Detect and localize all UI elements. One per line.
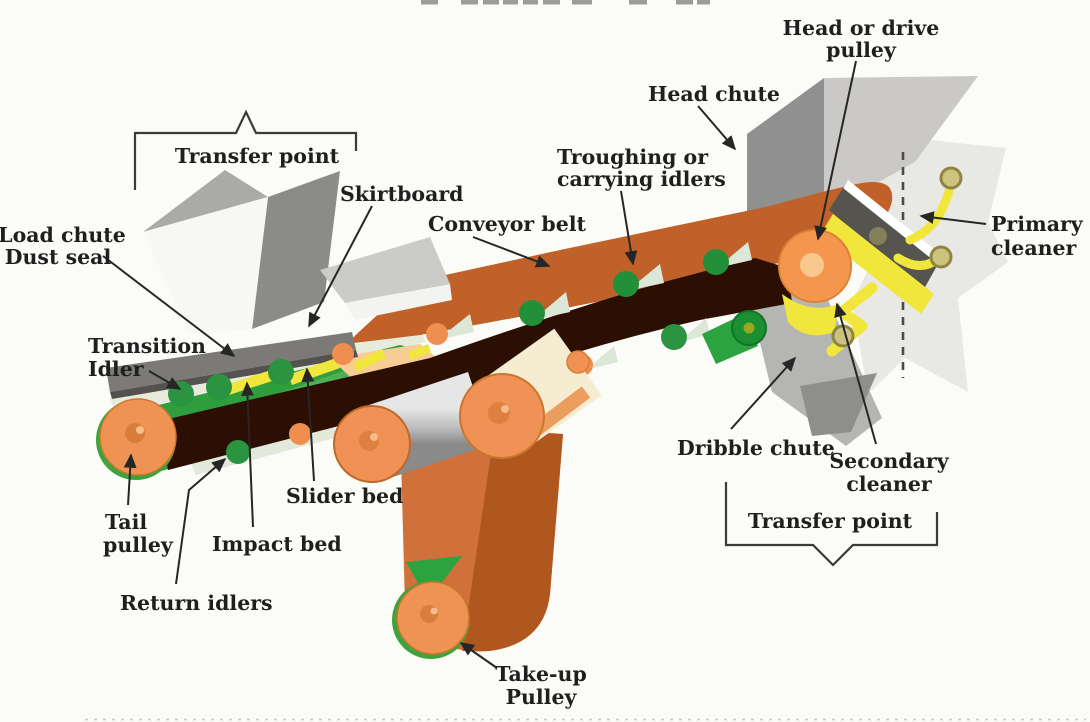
leader-head-chute <box>697 105 737 151</box>
label-load-chute-line2: Dust seal <box>5 245 112 269</box>
leader-take-up-pulley <box>459 642 498 669</box>
label-head-pulley-line2: pulley <box>826 38 897 62</box>
label-primary-cleaner-line2: cleaner <box>991 236 1078 260</box>
label-transfer-point-bottom: Transfer point <box>748 509 913 533</box>
label-transition-idler-line2: Idler <box>88 357 145 381</box>
labels: Transfer point Load chute Dust seal Tran… <box>0 16 1084 709</box>
label-slider-bed: Slider bed <box>286 484 403 508</box>
leader-conveyor-belt <box>472 236 551 268</box>
label-take-up-pulley-line2: Pulley <box>506 685 578 709</box>
bend-roller <box>459 328 602 459</box>
label-return-idlers: Return idlers <box>120 591 273 615</box>
load-chute-hopper <box>143 170 340 334</box>
return-belt <box>160 258 792 470</box>
head-pulley-shape <box>778 229 852 303</box>
label-load-chute-line1: Load chute <box>0 223 126 247</box>
transfer-point-bottom-bracket <box>724 482 939 567</box>
label-transition-idler-line1: Transition <box>88 334 206 358</box>
cropped-text-remnant <box>421 0 710 5</box>
belt-edge-stripe <box>842 180 945 269</box>
label-secondary-cleaner-line2: cleaner <box>846 472 933 496</box>
leader-load-chute <box>102 255 236 357</box>
label-head-pulley-line1: Head or drive <box>783 16 940 40</box>
leader-impact-bed <box>241 381 254 528</box>
take-up-loop <box>392 420 563 659</box>
label-transfer-point-top: Transfer point <box>175 144 340 168</box>
label-conveyor-belt: Conveyor belt <box>428 212 587 236</box>
label-take-up-pulley-line1: Take-up <box>495 662 587 686</box>
label-secondary-cleaner-line1: Secondary <box>829 449 949 473</box>
head-return-roller <box>702 310 767 364</box>
troughing-carrying-idlers <box>426 242 752 345</box>
label-tail-pulley-line2: pulley <box>103 533 174 557</box>
leader-skirtboard <box>308 205 373 328</box>
transition-idlers <box>168 343 354 407</box>
skirtboard-shape <box>320 237 452 320</box>
label-impact-bed: Impact bed <box>212 532 342 556</box>
label-troughing-idlers-line2: carrying idlers <box>557 167 726 191</box>
leader-head-pulley <box>814 60 857 241</box>
leader-secondary-cleaner <box>834 302 877 445</box>
label-skirtboard: Skirtboard <box>340 182 464 206</box>
label-troughing-idlers-line1: Troughing or <box>557 145 709 169</box>
label-head-chute: Head chute <box>648 82 780 106</box>
leader-lines <box>102 60 987 669</box>
leader-troughing-idlers <box>620 190 638 266</box>
conveyor-belt-top <box>346 181 893 344</box>
tail-pulley-shape <box>96 398 177 480</box>
head-assembly <box>778 166 963 357</box>
cleaner-yellow-band <box>820 214 934 314</box>
leader-primary-cleaner <box>919 211 987 225</box>
label-primary-cleaner-line1: Primary <box>991 212 1084 236</box>
ghost-knob <box>869 227 887 245</box>
label-tail-pulley-line1: Tail <box>105 510 147 534</box>
leader-return-idlers <box>175 457 227 585</box>
cleaner-knob-1 <box>939 166 963 190</box>
leader-transition-idler <box>148 370 182 390</box>
cleaner-knob-2 <box>929 245 953 269</box>
label-dribble-chute: Dribble chute <box>677 436 835 460</box>
illustration <box>85 0 1086 721</box>
cleaner-under-pulley <box>782 294 840 336</box>
leader-slider-bed <box>301 367 315 482</box>
take-up-pulley-shape <box>396 581 470 655</box>
leader-tail-pulley <box>123 453 137 506</box>
transfer-point-top-bracket <box>133 109 358 190</box>
dribble-chute-shape <box>750 260 882 446</box>
leader-dribble-chute <box>730 356 797 430</box>
